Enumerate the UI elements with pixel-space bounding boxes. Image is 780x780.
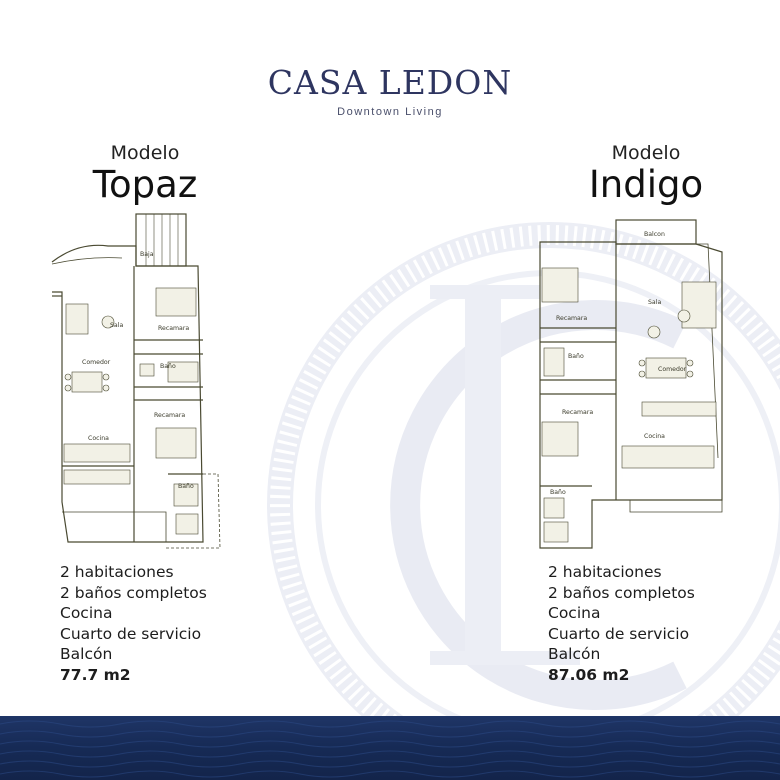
plan-label: Recamara [154,412,185,419]
plan-label: Sala [110,322,123,329]
spec-item: 2 habitaciones [60,563,174,581]
plan-label: Baja [140,251,154,258]
footer-texture [0,720,780,778]
plan-label: Recamara [562,409,593,416]
plan-label: Comedor [658,366,687,373]
spec-item: Cuarto de servicio [548,624,690,643]
plan-label: Recamara [158,325,189,332]
plan-label: Baño [568,353,584,360]
footer-band [0,716,780,780]
watermark-monogram [267,222,780,735]
spec-item: Cuarto de servicio [60,624,202,643]
model-kicker: Modelo [611,142,681,164]
plan-label: Baño [550,489,566,496]
plan-label: Balcon [644,231,665,238]
spec-item: Cocina [60,604,113,622]
plan-label: Recamara [556,315,587,322]
spec-item: 2 baños completos [548,583,695,602]
plan-label: Cocina [88,435,109,442]
spec-area: 77.7 m2 [60,665,131,684]
brand-header: CASA LEDON Downtown Living [0,63,780,119]
spec-item: Balcón [548,645,601,663]
spec-item: Cocina [548,604,601,622]
model-name: Indigo [588,163,704,206]
spec-item: 2 habitaciones [548,563,662,581]
plan-label: Comedor [82,359,111,366]
brand-tagline: Downtown Living [337,106,443,118]
brand-logo-wordmark: CASA LEDON [267,63,513,102]
plan-label: Baño [160,363,176,370]
plan-label: Sala [648,299,661,306]
floor-plan-indigo: Balcon Sala Recamara Baño Comedor Recama… [539,219,723,549]
model-name: Topaz [92,163,198,206]
plan-label: Cocina [644,433,665,440]
plan-label: Baño [178,483,194,490]
spec-item: 2 baños completos [60,583,207,602]
model-indigo-heading: Modelo Indigo [556,142,736,206]
model-topaz-heading: Modelo Topaz [70,142,220,206]
spec-area: 87.06 m2 [548,665,630,684]
specs-indigo: 2 habitaciones 2 baños completos Cocina … [548,562,695,685]
spec-item: Balcón [60,645,113,663]
model-kicker: Modelo [110,142,180,164]
specs-topaz: 2 habitaciones 2 baños completos Cocina … [60,562,207,685]
floor-plan-topaz: Baja Sala Recamara Comedor Baño Recamara… [51,213,221,549]
